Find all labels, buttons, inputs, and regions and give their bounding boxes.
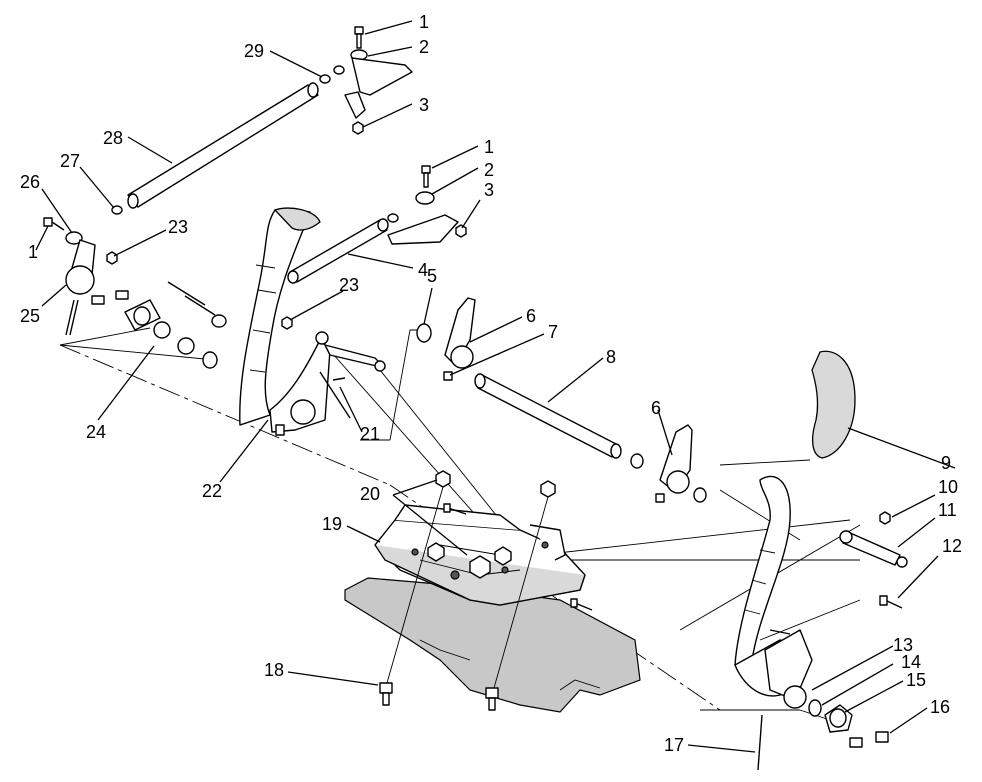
callout-3b: 3: [484, 180, 494, 200]
left-pivot-arm: [43, 217, 118, 336]
callout-7: 7: [548, 322, 558, 342]
callout-labels: 1 2 3 29 28 1 2 3 27 26 1 23 4 23 5 6 7 …: [20, 12, 962, 755]
callout-20: 20: [360, 484, 380, 504]
rod-11: [839, 511, 908, 568]
callout-11: 11: [938, 500, 957, 520]
pivot-arm-lower: [655, 424, 707, 503]
lever-link: [167, 281, 386, 381]
callout-14: 14: [901, 652, 921, 672]
callout-22: 22: [202, 481, 222, 501]
callout-6a: 6: [526, 306, 536, 326]
callout-2a: 2: [419, 37, 429, 57]
callout-15: 15: [906, 670, 926, 690]
right-control-lever: [734, 350, 856, 709]
shaft-8: [474, 373, 644, 469]
callout-21: 21: [360, 424, 380, 444]
callout-27: 27: [60, 151, 80, 171]
callout-16: 16: [930, 697, 950, 717]
callout-18: 18: [264, 660, 284, 680]
bracket-bolts: [443, 503, 593, 611]
callout-24: 24: [86, 422, 106, 442]
bolts-18: [379, 682, 499, 711]
leader-lines: [35, 20, 956, 753]
callout-1c: 1: [28, 242, 38, 262]
left-control-lever: [239, 207, 331, 436]
callout-13: 13: [893, 635, 913, 655]
callout-10: 10: [938, 477, 958, 497]
callout-1b: 1: [484, 137, 494, 157]
bearing-flange: [91, 290, 218, 369]
callout-2b: 2: [484, 160, 494, 180]
hex-nuts: [384, 470, 556, 696]
rod-4: [287, 165, 467, 284]
callout-8: 8: [606, 347, 616, 367]
callout-1a: 1: [419, 12, 429, 32]
callout-29: 29: [244, 41, 264, 61]
bolt-12: [879, 595, 903, 609]
callout-9: 9: [941, 453, 951, 473]
callout-4: 4: [418, 260, 428, 280]
callout-28: 28: [103, 128, 123, 148]
rod-28: [111, 82, 319, 215]
upper-link-assembly: [319, 26, 413, 135]
callout-19: 19: [322, 514, 342, 534]
phantom-lines: [59, 327, 861, 721]
pivot-arm-upper: [416, 297, 476, 381]
callout-3a: 3: [419, 95, 429, 115]
callout-25: 25: [20, 306, 40, 326]
callout-5: 5: [427, 266, 437, 286]
callout-17: 17: [664, 735, 684, 755]
callout-12: 12: [942, 536, 962, 556]
clip-21: [319, 371, 791, 635]
callout-26: 26: [20, 172, 40, 192]
callout-23a: 23: [168, 217, 188, 237]
callout-6b: 6: [651, 398, 661, 418]
right-bearing-stack: [757, 699, 889, 771]
callout-23b: 23: [339, 275, 359, 295]
